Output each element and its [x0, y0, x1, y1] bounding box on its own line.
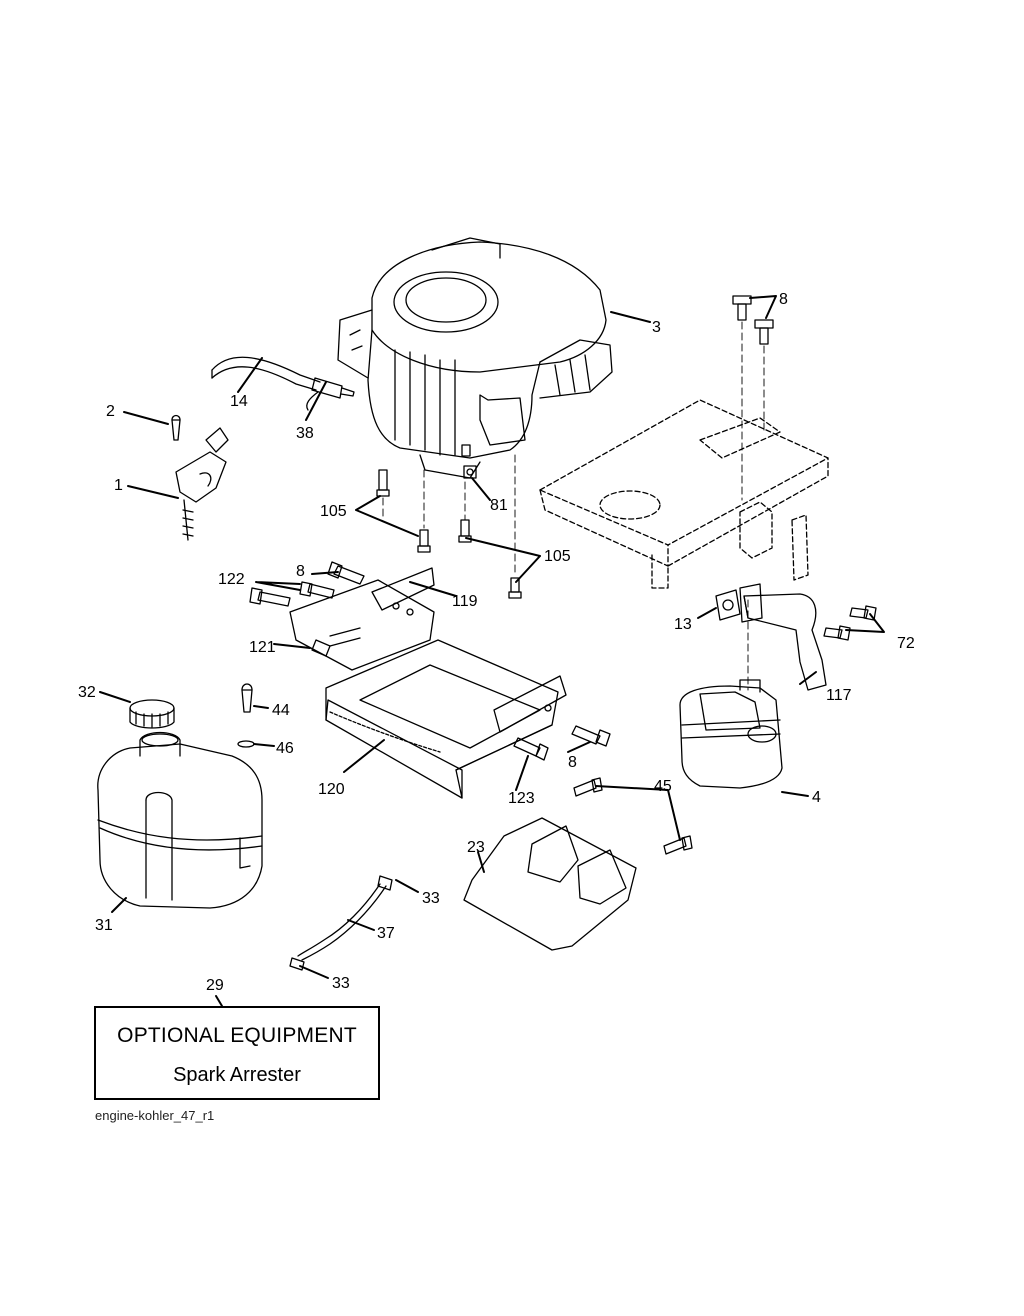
label-2: 2 [106, 403, 115, 420]
label-121: 121 [249, 639, 276, 656]
base-plate-part-120 [325, 639, 567, 799]
bolt-part-105 [376, 469, 522, 599]
throttle-control-part-1 [175, 427, 229, 541]
exhaust-pipe-part-117 [739, 583, 827, 691]
screw-part-44 [241, 683, 253, 713]
bolt-part-123 [513, 737, 549, 761]
label-8-top: 8 [779, 291, 788, 308]
label-120: 120 [318, 781, 345, 798]
diagram-id-footer: engine-kohler_47_r1 [95, 1108, 215, 1123]
bolt-part-122 [249, 581, 335, 607]
fuel-tank-part-31 [97, 731, 263, 909]
label-8-mid: 8 [296, 563, 305, 580]
center-dash-lines [382, 321, 765, 691]
label-81: 81 [490, 497, 508, 514]
bolt-part-121 [311, 639, 331, 657]
label-72: 72 [897, 635, 915, 652]
leader-lines [99, 295, 885, 1007]
fuel-line-part-37 [297, 883, 387, 961]
label-105-right: 105 [544, 548, 571, 565]
fuel-filter-part-38 [306, 377, 355, 411]
label-33-bottom: 33 [332, 975, 350, 992]
gasket-part-13 [715, 589, 741, 621]
hose-clamp-part-33 [289, 875, 393, 971]
screw-part-2 [171, 414, 181, 441]
optional-equipment-box: OPTIONAL EQUIPMENT Spark Arrester [94, 1006, 380, 1100]
bolt-part-72 [823, 605, 877, 641]
tractor-frame [539, 399, 829, 589]
label-23: 23 [467, 839, 485, 856]
label-123: 123 [508, 790, 535, 807]
label-119: 119 [452, 593, 478, 610]
label-37: 37 [377, 925, 395, 942]
muffler-part-4 [679, 679, 783, 789]
optional-equipment-title: OPTIONAL EQUIPMENT [117, 1024, 357, 1047]
label-1: 1 [114, 477, 123, 494]
label-38: 38 [296, 425, 314, 442]
label-4: 4 [812, 789, 821, 806]
label-14: 14 [230, 393, 248, 410]
label-122: 122 [218, 571, 245, 588]
spark-arrester-label: Spark Arrester [173, 1064, 301, 1086]
engine-part-3 [337, 237, 613, 479]
callout-labels: 3 8 14 2 38 1 81 105 105 8 122 119 13 72… [78, 291, 915, 994]
bracket-part-119 [289, 567, 435, 671]
heat-shield-part-23 [463, 817, 637, 951]
fuel-cap-part-32 [129, 699, 175, 729]
label-13: 13 [674, 616, 692, 633]
washer-part-46 [237, 740, 255, 748]
bolt-part-8-top [732, 295, 774, 345]
label-32: 32 [78, 684, 96, 701]
label-33-top: 33 [422, 890, 440, 907]
label-3: 3 [652, 319, 661, 336]
label-46: 46 [276, 740, 294, 757]
label-45: 45 [654, 778, 672, 795]
label-117: 117 [826, 687, 852, 704]
label-29: 29 [206, 977, 224, 994]
bolt-part-45 [573, 777, 693, 855]
label-44: 44 [272, 702, 290, 719]
nut-part-81 [463, 465, 477, 479]
label-8-low: 8 [568, 754, 577, 771]
label-105-left: 105 [320, 503, 347, 520]
fuel-hose-part-14 [211, 356, 321, 391]
label-31: 31 [95, 917, 113, 934]
